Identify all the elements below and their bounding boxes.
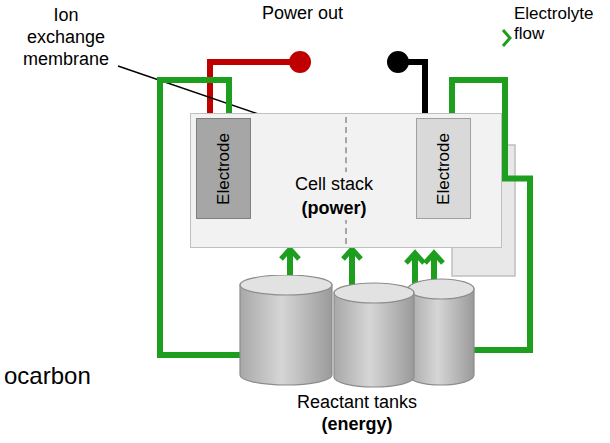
power-label: Power out	[262, 2, 343, 24]
electrode: Electrode	[196, 118, 251, 219]
negative-terminal	[387, 51, 409, 73]
flow-icon	[503, 30, 510, 46]
red-wire	[210, 62, 290, 117]
tank-label: Reactant tanks(energy)	[212, 391, 502, 435]
tank-body	[334, 293, 414, 387]
electrode-label: Electrode	[214, 133, 234, 205]
node-title: Reactant tanks	[212, 391, 502, 413]
stack-label: Cell stack(power)	[255, 172, 413, 220]
node-subtitle: (power)	[299, 196, 370, 220]
flow-label: Electrolyte flow	[514, 4, 606, 44]
membrane-label: Ion exchange membrane	[14, 4, 118, 70]
tank-body	[408, 289, 474, 385]
cell-stack: Cell stack(power) Electrode Electrode	[190, 113, 502, 248]
tank-drawing	[232, 275, 482, 390]
positive-terminal	[289, 51, 311, 73]
electrode: Electrode	[416, 118, 471, 219]
tank-top	[240, 275, 332, 295]
tank-top	[408, 279, 474, 299]
tank-top	[334, 283, 414, 303]
cut-text: ocarbon	[4, 362, 91, 390]
node-subtitle: (energy)	[212, 413, 502, 435]
tank-body	[240, 285, 332, 385]
node-title: Cell stack	[292, 172, 376, 196]
electrode-label: Electrode	[434, 133, 454, 205]
electrolyte-pipe	[349, 250, 355, 285]
reactant-tanks: Reactant tanks(energy)	[232, 275, 482, 438]
